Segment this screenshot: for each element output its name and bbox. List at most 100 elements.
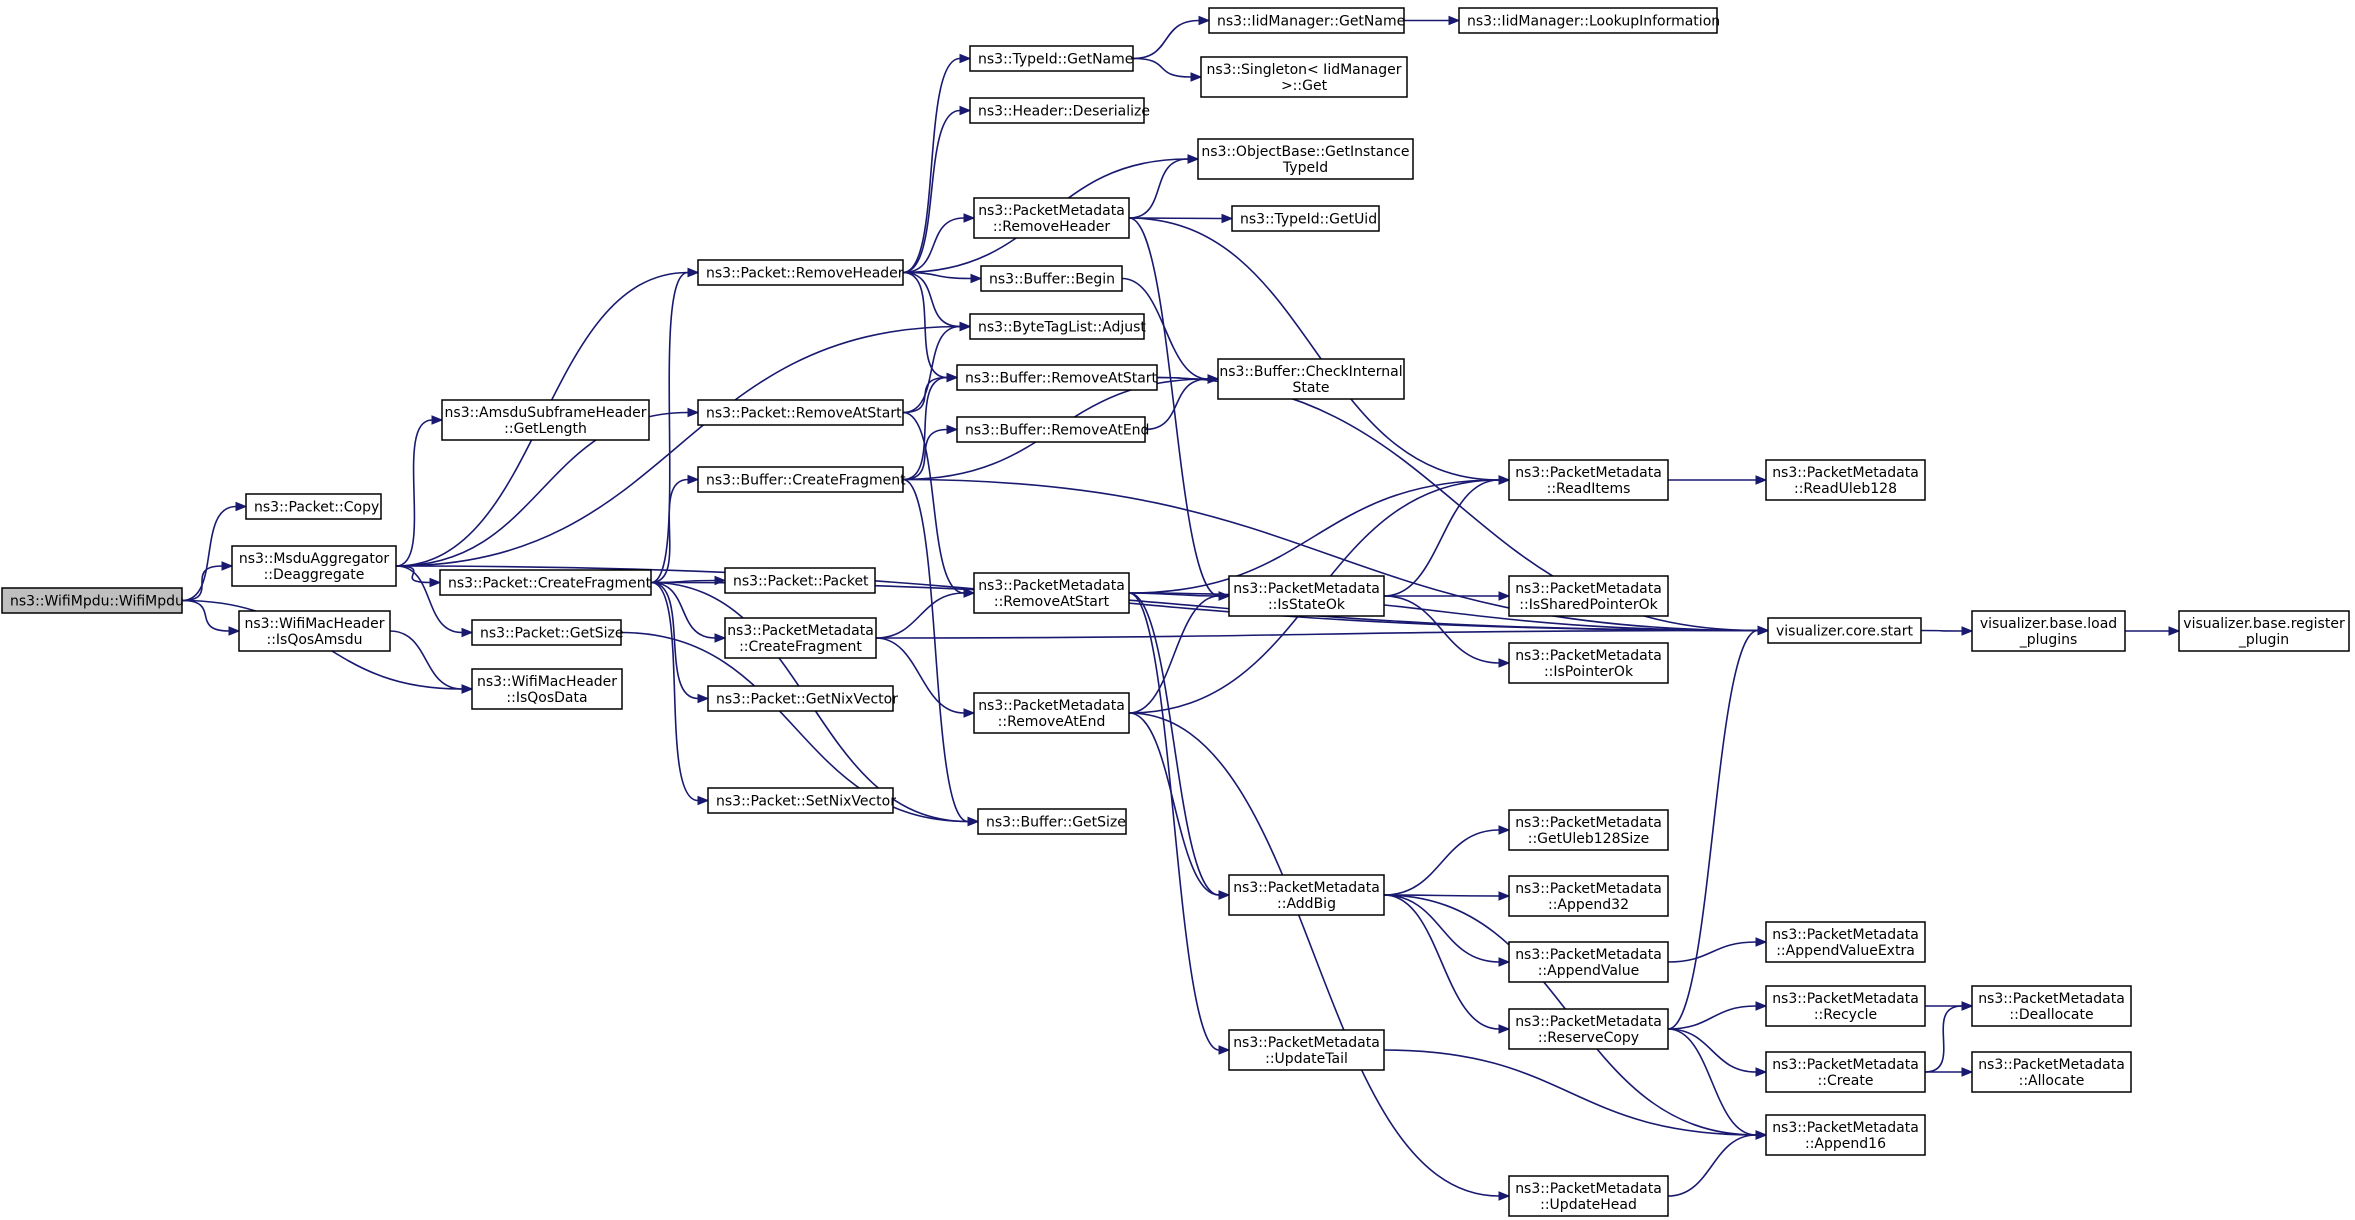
- call-edge: [650, 474, 700, 584]
- graph-node-btladjust[interactable]: ns3::ByteTagList::Adjust: [969, 313, 1146, 340]
- graph-node-pmremoveatend[interactable]: ns3::PacketMetadata::RemoveAtEnd: [973, 692, 1130, 734]
- call-edge: [650, 581, 710, 704]
- graph-node-updatehead[interactable]: ns3::PacketMetadata::UpdateHead: [1508, 1175, 1669, 1217]
- call-edge-line: [650, 581, 716, 639]
- node-label: ns3::Header::Deserialize: [978, 104, 1150, 120]
- node-label: ns3::Buffer::Begin: [989, 272, 1115, 288]
- graph-node-append16[interactable]: ns3::PacketMetadata::Append16: [1765, 1114, 1926, 1156]
- graph-node-isqosdata[interactable]: ns3::WifiMacHeader::IsQosData: [471, 668, 623, 710]
- graph-node-bufcreatefrag[interactable]: ns3::Buffer::CreateFragment: [697, 466, 906, 493]
- graph-node-issharedptr[interactable]: ns3::PacketMetadata::IsSharedPointerOk: [1508, 575, 1669, 617]
- node-box: [956, 416, 1146, 443]
- arrowhead-icon: [697, 795, 710, 806]
- graph-node-reservecopy[interactable]: ns3::PacketMetadata::ReserveCopy: [1508, 1008, 1669, 1050]
- node-label: ::ReadItems: [1547, 481, 1631, 497]
- graph-node-pmremovehdr[interactable]: ns3::PacketMetadata::RemoveHeader: [973, 197, 1130, 239]
- graph-node-singleton[interactable]: ns3::Singleton< IidManager>::Get: [1200, 56, 1408, 98]
- graph-node-setnix[interactable]: ns3::Packet::SetNixVector: [707, 787, 896, 814]
- node-label: ::AppendValue: [1538, 963, 1640, 979]
- graph-node-vizstart[interactable]: visualizer.core.start: [1767, 617, 1922, 644]
- arrowhead-icon: [963, 588, 976, 598]
- graph-node-alloc[interactable]: ns3::PacketMetadata::Allocate: [1971, 1051, 2132, 1093]
- node-box: [471, 619, 622, 646]
- call-edge-line: [1132, 19, 1200, 60]
- graph-node-vizload[interactable]: visualizer.base.load_plugins: [1971, 610, 2126, 652]
- call-edge-line: [181, 599, 230, 632]
- call-edge: [1128, 712, 1511, 1201]
- graph-node-updatetail[interactable]: ns3::PacketMetadata::UpdateTail: [1228, 1029, 1385, 1071]
- graph-node-appendvalue[interactable]: ns3::PacketMetadata::AppendValue: [1508, 941, 1669, 983]
- graph-node-hdrdeser[interactable]: ns3::Header::Deserialize: [969, 97, 1150, 124]
- graph-node-getnix[interactable]: ns3::Packet::GetNixVector: [707, 685, 898, 712]
- node-label: ::AddBig: [1277, 896, 1336, 912]
- graph-node-isstateok[interactable]: ns3::PacketMetadata::IsStateOk: [1228, 575, 1385, 617]
- node-box: [1228, 575, 1385, 617]
- node-box: [973, 572, 1130, 614]
- graph-node-appendvalueextra[interactable]: ns3::PacketMetadata::AppendValueExtra: [1765, 921, 1926, 963]
- call-edge-line: [650, 478, 689, 584]
- arrowhead-icon: [697, 693, 710, 704]
- node-label: ns3::PacketMetadata: [1515, 1014, 1662, 1030]
- graph-node-bufremoveatstart[interactable]: ns3::Buffer::RemoveAtStart: [956, 364, 1158, 391]
- graph-node-pktremoveatstart[interactable]: ns3::Packet::RemoveAtStart: [697, 399, 904, 426]
- graph-node-getuid[interactable]: ns3::TypeId::GetUid: [1231, 205, 1380, 232]
- graph-node-typeidgetname[interactable]: ns3::TypeId::GetName: [969, 45, 1134, 72]
- call-edge: [1668, 475, 1768, 485]
- arrowhead-icon: [1961, 1067, 1974, 1077]
- graph-node-vizregister[interactable]: visualizer.base.register_plugin: [2178, 610, 2350, 652]
- graph-node-bufbegin[interactable]: ns3::Buffer::Begin: [980, 265, 1123, 292]
- graph-node-pktremovehdr[interactable]: ns3::Packet::RemoveHeader: [697, 259, 904, 286]
- call-edge: [389, 630, 474, 694]
- graph-node-readitems[interactable]: ns3::PacketMetadata::ReadItems: [1508, 459, 1669, 501]
- node-box: [1508, 1008, 1669, 1050]
- graph-node-iidgetname[interactable]: ns3::IidManager::GetName: [1208, 7, 1405, 34]
- graph-node-bufremoveatend[interactable]: ns3::Buffer::RemoveAtEnd: [956, 416, 1149, 443]
- graph-node-copy[interactable]: ns3::Packet::Copy: [245, 493, 382, 520]
- graph-node-pmcreatefrag[interactable]: ns3::PacketMetadata::CreateFragment: [724, 617, 877, 659]
- graph-node-isqosamsdu[interactable]: ns3::WifiMacHeader::IsQosAmsdu: [238, 610, 391, 652]
- call-edge-line: [1383, 894, 1500, 963]
- graph-node-pktpacket[interactable]: ns3::Packet::Packet: [724, 567, 876, 594]
- call-edge: [875, 588, 976, 639]
- graph-node-pktcreatefrag[interactable]: ns3::Packet::CreateFragment: [439, 569, 652, 596]
- call-edge: [181, 599, 241, 636]
- node-label: ns3::Packet::SetNixVector: [716, 794, 896, 810]
- graph-node-getuleb[interactable]: ns3::PacketMetadata::GetUleb128Size: [1508, 809, 1669, 851]
- node-label: ns3::PacketMetadata: [727, 623, 874, 639]
- node-label: ::Deaggregate: [264, 567, 365, 583]
- graph-node-pmremoveatstart[interactable]: ns3::PacketMetadata::RemoveAtStart: [973, 572, 1130, 614]
- call-edge-line: [902, 217, 965, 274]
- node-box: [973, 692, 1130, 734]
- graph-node-readuleb[interactable]: ns3::PacketMetadata::ReadUleb128: [1765, 459, 1926, 501]
- graph-node-pktgetsize[interactable]: ns3::Packet::GetSize: [471, 619, 623, 646]
- graph-node-pmcreate[interactable]: ns3::PacketMetadata::Create: [1765, 1051, 1926, 1093]
- graph-node-recycle[interactable]: ns3::PacketMetadata::Recycle: [1765, 985, 1926, 1027]
- graph-node-wifimpdu[interactable]: ns3::WifiMpdu::WifiMpdu: [1, 587, 184, 614]
- call-edge: [1144, 374, 1220, 431]
- graph-node-dealloc[interactable]: ns3::PacketMetadata::Deallocate: [1971, 985, 2132, 1027]
- graph-node-deagg[interactable]: ns3::MsduAggregator::Deaggregate: [231, 545, 397, 587]
- call-edge: [1383, 894, 1511, 1034]
- node-box: [245, 493, 382, 520]
- node-label: ns3::IidManager::LookupInformation: [1467, 14, 1720, 30]
- call-edge-line: [902, 478, 1759, 632]
- graph-node-amsdulen[interactable]: ns3::AmsduSubframeHeader::GetLength: [441, 399, 650, 441]
- graph-node-append32[interactable]: ns3::PacketMetadata::Append32: [1508, 875, 1669, 917]
- arrowhead-icon: [431, 415, 444, 425]
- node-label: ns3::Packet::RemoveHeader: [706, 266, 904, 282]
- call-edge-line: [1128, 595, 1220, 714]
- node-label: ::IsSharedPointerOk: [1519, 597, 1658, 613]
- call-edge: [875, 637, 976, 718]
- call-edge: [1404, 15, 1461, 26]
- graph-node-lookupinfo[interactable]: ns3::IidManager::LookupInformation: [1458, 7, 1720, 34]
- node-box: [697, 259, 904, 286]
- node-box: [724, 567, 876, 594]
- call-edge: [1383, 894, 1511, 967]
- graph-node-bufgetsize[interactable]: ns3::Buffer::GetSize: [977, 808, 1127, 835]
- call-edge: [1667, 1028, 1768, 1077]
- graph-node-addbig[interactable]: ns3::PacketMetadata::AddBig: [1228, 874, 1385, 916]
- graph-node-isptrok[interactable]: ns3::PacketMetadata::IsPointerOk: [1508, 642, 1669, 684]
- call-edge-line: [1667, 1028, 1757, 1073]
